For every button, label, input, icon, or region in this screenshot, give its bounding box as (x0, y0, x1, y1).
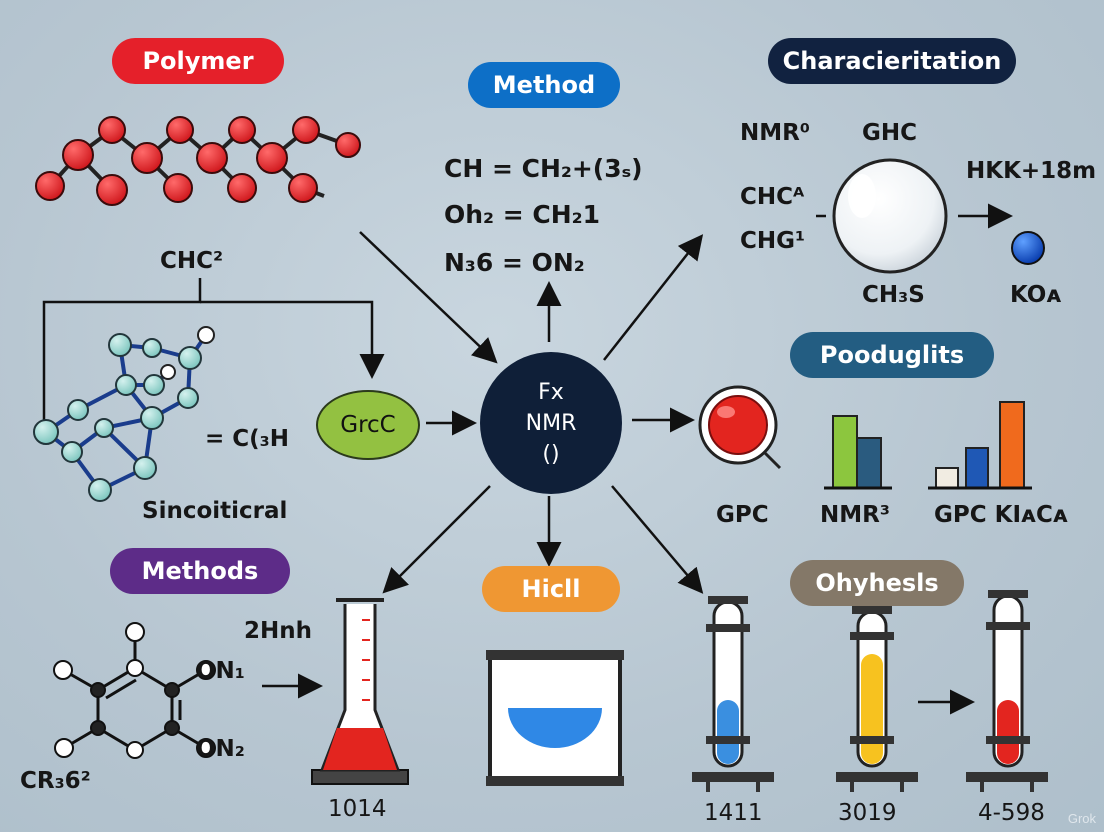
ch3s-label: CH₃S (862, 282, 925, 308)
on1-label: ON₁ (196, 658, 245, 684)
chc-label: CHC² (160, 248, 224, 274)
on2-label: ON₂ (196, 736, 245, 762)
cr-label: CR₃6² (20, 768, 91, 794)
products-pill: Pooduglits (790, 332, 994, 378)
watermark-text: Grok (1067, 811, 1096, 826)
gpc-label: GPC (716, 502, 769, 528)
nmr-label: NMR⁰ (740, 120, 810, 146)
flask-number: 1014 (328, 796, 387, 822)
hub-line-1: Fx (538, 379, 564, 405)
chc-char-label: CHCᴬ (740, 184, 805, 210)
hkk-label: HKK+18m (966, 158, 1097, 184)
network-molecule (33, 326, 215, 502)
tube1-number: 1411 (704, 800, 763, 826)
flask-icon (311, 598, 409, 785)
synthesis-pill: Ohyhesls (790, 560, 964, 606)
koa-label: KOᴀ (1010, 282, 1062, 308)
products-bar-chart-2 (928, 401, 1032, 490)
hub-line-3: () (542, 441, 560, 467)
c3h-label: = C(₃H (205, 426, 289, 452)
sphere-icon (832, 158, 948, 274)
gpc-dish-icon (698, 385, 782, 470)
hub-arrows (262, 203, 1013, 715)
test-tube-2 (836, 606, 918, 792)
hicll-pill: Hicll (482, 566, 620, 612)
h2nh-label: 2Hnh (244, 618, 313, 644)
polymer-atoms (35, 116, 361, 206)
test-tube-3 (966, 590, 1048, 792)
characterization-pill: Characieritation (768, 38, 1016, 84)
bracket-connector (42, 278, 385, 420)
method-pill: Method (468, 62, 620, 108)
equation-3: N₃6 = ON₂ (444, 248, 585, 277)
equation-2: Oh₂ = CH₂1 (444, 200, 600, 229)
polymer-pill: Polymer (112, 38, 284, 84)
central-hub-node: Fx NMR () (480, 352, 622, 494)
polymer-caption: Sincoiticral (142, 498, 288, 524)
methods-ring-molecule (53, 622, 216, 759)
tube2-number: 3019 (838, 800, 897, 826)
tube3-number: 4-598 (978, 800, 1045, 826)
ghc-label: GHC (862, 120, 918, 146)
nmr3-label: NMR³ (820, 502, 890, 528)
sphere-highlight (848, 174, 876, 218)
gpc-kac-label: GPC KIᴀCᴀ (934, 502, 1068, 528)
hicll-container-icon (486, 650, 624, 786)
grcc-node: GrcC (316, 390, 420, 460)
blue-ball-icon (1011, 231, 1045, 265)
products-bar-chart-1 (824, 415, 892, 490)
chg-label: CHG¹ (740, 228, 806, 254)
methods-pill: Methods (110, 548, 290, 594)
equation-1: CH = CH₂+(3ₛ) (444, 154, 643, 183)
test-tube-1 (692, 596, 774, 792)
hub-line-2: NMR (525, 410, 577, 436)
